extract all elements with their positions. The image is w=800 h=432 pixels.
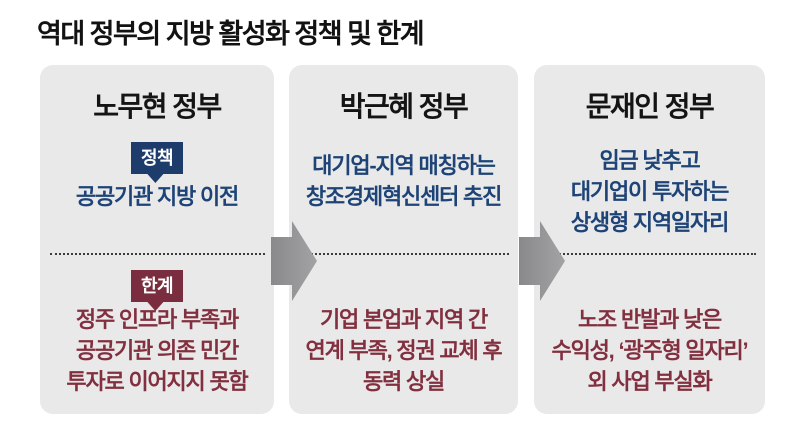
- limit-text-line: 정주 인프라 부족과: [75, 307, 239, 332]
- limit-text-line: 동력 상실: [362, 369, 445, 394]
- panel-title: 문재인 정부: [585, 91, 715, 122]
- policy-text: 대기업-지역 매칭하는 창조경제혁신센터 추진: [289, 150, 518, 212]
- panel-title: 박근혜 정부: [339, 91, 469, 122]
- page-title: 역대 정부의 지방 활성화 정책 및 한계: [37, 19, 425, 49]
- panel-roh-government: 노무현 정부 정책 공공기관 지방 이전 한계 정주 인프라 부족과 공공기관 …: [40, 65, 274, 414]
- limit-text-line: 공공기관 의존 민간: [75, 338, 239, 363]
- limit-text-line: 투자로 이어지지 못함: [66, 369, 248, 394]
- policy-text-line: 창조경제혁신센터 추진: [305, 184, 503, 209]
- arrow-right-icon: [519, 221, 565, 301]
- panel-title: 노무현 정부: [93, 91, 222, 122]
- policy-text-line: 상생형 지역일자리: [570, 210, 729, 235]
- policy-text-line: 공공기관 지방 이전: [75, 184, 239, 209]
- arrow-right-icon: [271, 221, 317, 301]
- dotted-divider: [50, 253, 265, 255]
- limit-text-line: 외 사업 부실화: [587, 369, 712, 394]
- limit-text-line: 수익성, ‘광주형 일자리’: [551, 338, 749, 363]
- policy-text-line: 대기업이 투자하는: [570, 179, 729, 204]
- limit-badge: 한계: [130, 270, 184, 302]
- policy-badge: 정책: [130, 142, 184, 174]
- limit-badge-row: 한계: [40, 270, 274, 302]
- limit-text-line: 연계 부족, 정권 교체 후: [305, 338, 503, 363]
- limit-text: 정주 인프라 부족과 공공기관 의존 민간 투자로 이어지지 못함: [40, 304, 274, 397]
- policy-badge-row: 정책: [40, 142, 274, 174]
- dotted-divider: [544, 253, 756, 255]
- dotted-divider: [299, 253, 509, 255]
- policy-text-line: 대기업-지역 매칭하는: [312, 153, 496, 178]
- panel-moon-government: 문재인 정부 임금 낮추고 대기업이 투자하는 상생형 지역일자리 노조 반발과…: [534, 65, 765, 414]
- limit-text: 노조 반발과 낮은 수익성, ‘광주형 일자리’ 외 사업 부실화: [534, 304, 765, 397]
- limit-text-line: 노조 반발과 낮은: [577, 307, 722, 332]
- panel-park-government: 박근혜 정부 대기업-지역 매칭하는 창조경제혁신센터 추진 기업 본업과 지역…: [289, 65, 518, 414]
- policy-text: 공공기관 지방 이전: [40, 181, 274, 212]
- policy-text: 임금 낮추고 대기업이 투자하는 상생형 지역일자리: [534, 145, 765, 238]
- limit-text: 기업 본업과 지역 간 연계 부족, 정권 교체 후 동력 상실: [289, 304, 518, 397]
- limit-text-line: 기업 본업과 지역 간: [319, 307, 488, 332]
- policy-text-line: 임금 낮추고: [599, 148, 700, 173]
